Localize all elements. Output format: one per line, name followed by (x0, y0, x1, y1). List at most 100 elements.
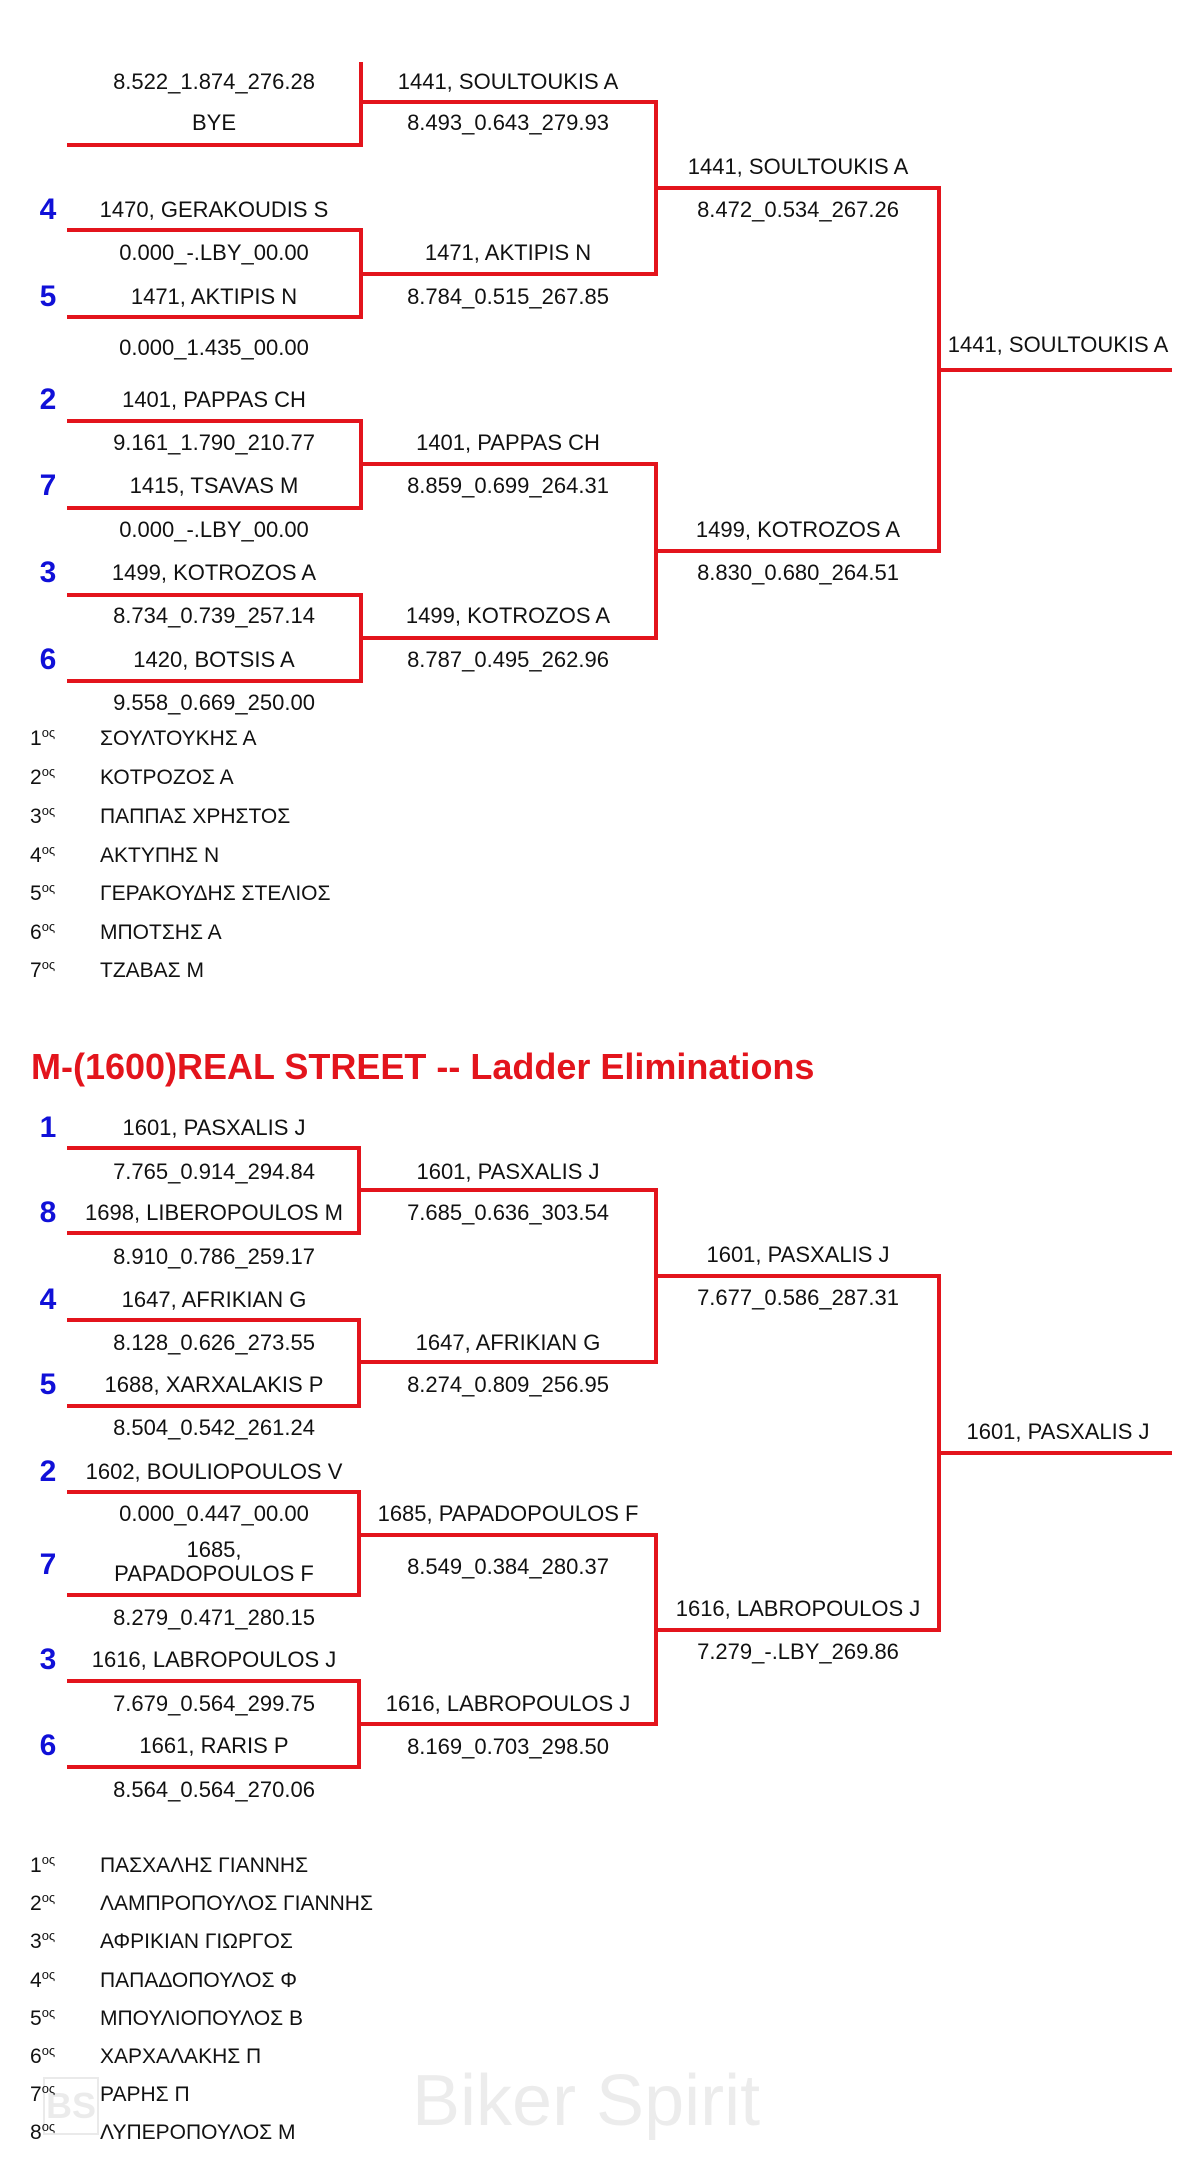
seed-number: 5 (39, 1368, 57, 1401)
ranking-name: ΡΑΡΗΣ Π (100, 2083, 190, 2106)
bracket-line (361, 462, 658, 466)
watermark-text: Biker Spirit (412, 2061, 761, 2141)
match-result: 9.161_1.790_210.77 (113, 430, 315, 455)
competitor-entry: 1647, AFRIKIAN G (415, 1330, 601, 1355)
bracket-line (67, 593, 363, 597)
ranking-place: 5 (30, 882, 42, 905)
seed-number: 3 (39, 1643, 57, 1676)
seed-number: 7 (39, 469, 57, 502)
match-result: 0.000_1.435_00.00 (119, 335, 309, 360)
match-result: 8.128_0.626_273.55 (113, 1330, 315, 1355)
ranking-name: ΣΟΥΛΤΟΥΚΗΣ Α (100, 727, 257, 750)
ranking-name: ΚΟΤΡΟΖΟΣ Α (100, 766, 234, 789)
ranking-place: 2 (30, 1892, 42, 1915)
competitor-entry: 1616, LABROPOULOS J (91, 1647, 337, 1672)
match-result: 8.830_0.680_264.51 (697, 560, 899, 585)
ranking-place: 4 (30, 1969, 42, 1992)
ranking-suffix: ος (41, 1890, 56, 1905)
ranking-name: ΛΥΠΕΡΟΠΟΥΛΟΣ Μ (100, 2121, 296, 2144)
ranking-place: 4 (30, 844, 42, 867)
match-result: 0.000_-.LBY_00.00 (119, 240, 309, 265)
competitor-entry: 1401, PAPPAS CH (416, 430, 600, 455)
competitor-entry: 1499, KOTROZOS A (405, 603, 611, 628)
match-result: 7.765_0.914_294.84 (113, 1159, 315, 1184)
ranking-suffix: ος (41, 764, 56, 779)
bracket-line (67, 419, 363, 423)
seed-number: 5 (39, 280, 57, 313)
competitor-entry: 1685, PAPADOPOULOS F (114, 1537, 314, 1586)
competitor-entry: 1661, RARIS P (139, 1733, 289, 1758)
match-result: 8.274_0.809_256.95 (407, 1372, 609, 1397)
watermark-logo: BS (43, 2077, 99, 2135)
seed-number: 6 (39, 643, 57, 676)
ranking-name: ΑΚΤΥΠΗΣ Ν (100, 844, 220, 867)
bracket-winner: 1601, PASXALIS J (966, 1419, 1150, 1444)
bracket-line (67, 1318, 361, 1322)
bracket-line (67, 315, 363, 319)
match-result: 7.685_0.636_303.54 (407, 1200, 609, 1225)
competitor-entry: 1601, PASXALIS J (122, 1115, 306, 1140)
ranking-suffix: ος (41, 880, 56, 895)
competitor-entry: 1470, GERAKOUDIS S (99, 197, 329, 222)
match-result: 8.169_0.703_298.50 (407, 1734, 609, 1759)
bracket-line (359, 62, 363, 147)
ranking-suffix: ος (41, 919, 56, 934)
bracket-line (67, 1146, 361, 1150)
bracket-line (359, 1188, 658, 1192)
match-result: 0.000_0.447_00.00 (119, 1501, 309, 1526)
competitor-entry: 1420, BOTSIS A (133, 647, 295, 672)
match-result: 8.472_0.534_267.26 (697, 197, 899, 222)
bracket-line (67, 1231, 361, 1235)
competitor-entry: 1499, KOTROZOS A (111, 560, 317, 585)
ranking-name: ΠΑΠΑΔΟΠΟΥΛΟΣ Φ (100, 1969, 298, 1992)
ranking-place: 3 (30, 805, 42, 828)
bracket-line (67, 1593, 361, 1597)
bracket-line (656, 186, 941, 190)
ranking-name: ΤΖΑΒΑΣ Μ (100, 959, 204, 982)
ranking-name: ΠΑΠΠΑΣ ΧΡΗΣΤΟΣ (100, 805, 291, 828)
ranking-suffix: ος (41, 957, 56, 972)
bracket-line (67, 143, 363, 147)
ranking-name: ΜΠΟΥΛΙΟΠΟΥΛΟΣ Β (100, 2007, 303, 2030)
match-result: 8.549_0.384_280.37 (407, 1554, 609, 1579)
competitor-entry: 1685, PAPADOPOULOS F (377, 1501, 639, 1526)
competitor-entry: 1698, LIBEROPOULOS M (85, 1200, 343, 1225)
competitor-entry: 1441, SOULTOUKIS A (397, 69, 619, 94)
competitor-entry: 1616, LABROPOULOS J (385, 1691, 631, 1716)
ranking-place: 7 (30, 959, 42, 982)
match-result: 8.910_0.786_259.17 (113, 1244, 315, 1269)
ranking-suffix: ος (41, 1852, 56, 1867)
bracket-line (67, 1490, 361, 1494)
ranking-name: ΠΑΣΧΑΛΗΣ ΓΙΑΝΝΗΣ (100, 1854, 309, 1877)
match-result: 8.784_0.515_267.85 (407, 284, 609, 309)
seed-number: 8 (39, 1196, 57, 1229)
seed-number: 2 (39, 383, 57, 416)
bracket-line (359, 1533, 658, 1537)
match-result: 8.734_0.739_257.14 (113, 603, 315, 628)
bracket-line (67, 1765, 361, 1769)
match-result: 0.000_-.LBY_00.00 (119, 517, 309, 542)
ranking-place: 8 (30, 2121, 42, 2144)
bracket-line (67, 679, 363, 683)
bracket-line (361, 100, 658, 104)
bracket-line (357, 1320, 361, 1408)
bracket-line (67, 228, 363, 232)
competitor-entry: 1647, AFRIKIAN G (121, 1287, 307, 1312)
competitor-entry: 1499, KOTROZOS A (695, 517, 901, 542)
match-result: 7.279_-.LBY_269.86 (697, 1639, 899, 1664)
ranking-name: ΧΑΡΧΑΛΑΚΗΣ Π (100, 2045, 262, 2068)
match-result: 8.493_0.643_279.93 (407, 110, 609, 135)
seed-number: 4 (39, 1283, 57, 1316)
ranking-row: 7ος ΤΖΑΒΑΣ Μ (30, 957, 204, 983)
bracket-line (361, 272, 658, 276)
